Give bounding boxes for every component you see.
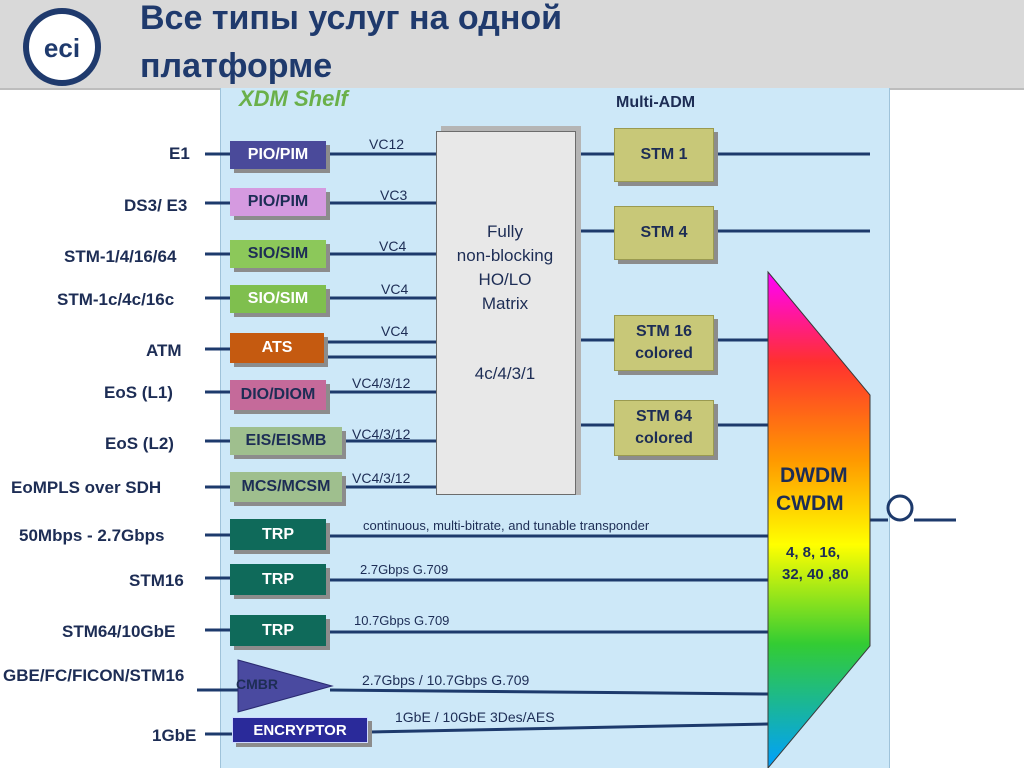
channel-counts: 4, 8, 16, 32, 40 ,80 (782, 542, 849, 586)
cmbr-note: 2.7Gbps / 10.7Gbps G.709 (362, 672, 530, 688)
input-label-1gbe: 1GbE (152, 726, 197, 745)
encryptor-module: ENCRYPTOR (232, 717, 368, 743)
stm64-colored-label: colored (635, 430, 693, 447)
sio-sim-module-1: SIO/SIM (230, 240, 326, 268)
stm64-colored-box: STM 64 colored (614, 400, 714, 456)
matrix-rates: 4c/4/3/1 (474, 364, 536, 383)
mux-label: DWDM CWDM (776, 462, 848, 518)
vc4-label-3: VC4 (381, 323, 409, 339)
input-label-stm1: STM-1/4/16/64 (64, 247, 177, 266)
input-label-atm: ATM (146, 341, 182, 360)
channels-line-1: 4, 8, 16, (786, 544, 841, 561)
stm1-box: STM 1 (614, 128, 714, 182)
input-label-stm1c: STM-1c/4c/16c (57, 290, 175, 309)
logo-text: eci (44, 33, 80, 63)
input-label-eos-l1: EoS (L1) (104, 383, 173, 402)
input-label-50mbps: 50Mbps - 2.7Gbps (19, 526, 165, 545)
stm64-label: STM 64 (635, 408, 692, 425)
input-label-eompls: EoMPLS over SDH (11, 478, 162, 497)
cmbr-label: CMBR (236, 676, 278, 692)
trp-module-2: TRP (230, 564, 326, 595)
input-label-ds3: DS3/ E3 (124, 196, 188, 215)
header-bar: eci Все типы услуг на одной платформе (0, 0, 1024, 90)
matrix-line-2: non-blocking (456, 246, 554, 265)
input-label-eos-l2: EoS (L2) (105, 434, 174, 453)
page-title: Все типы услуг на одной платформе (140, 0, 562, 90)
output-port-icon (886, 494, 914, 522)
xdm-shelf-title: XDM Shelf (239, 86, 348, 111)
multi-adm-label: Multi-ADM (616, 94, 696, 111)
cwdm-label: CWDM (776, 492, 844, 515)
trp-note-3: 10.7Gbps G.709 (354, 613, 450, 628)
stm16-colored-box: STM 16 colored (614, 315, 714, 371)
input-label-stm16: STM16 (129, 571, 184, 590)
input-label-stm64: STM64/10GbE (62, 622, 176, 641)
trp-module-3: TRP (230, 615, 326, 646)
encryptor-note: 1GbE / 10GbE 3Des/AES (395, 709, 555, 725)
vc4-3-12-label-2: VC4/3/12 (352, 426, 411, 442)
pio-pim-module-1: PIO/PIM (230, 141, 326, 169)
stm4-box: STM 4 (614, 206, 714, 260)
dio-diom-module: DIO/DIOM (230, 380, 326, 410)
matrix-line-4: Matrix (481, 294, 529, 313)
vc4-label-1: VC4 (379, 238, 407, 254)
dwdm-mux-shape (767, 270, 871, 768)
trp-module-1: TRP (230, 519, 326, 550)
vc3-label: VC3 (380, 187, 408, 203)
channels-line-2: 32, 40 ,80 (782, 566, 849, 583)
mcs-mcsm-module: MCS/MCSM (230, 472, 342, 502)
eci-logo: eci (23, 8, 101, 86)
input-label-e1: E1 (169, 144, 190, 163)
trp-note-2: 2.7Gbps G.709 (360, 562, 449, 577)
vc12-label: VC12 (369, 136, 405, 152)
stm1-label: STM 1 (640, 146, 688, 163)
trp-note-1: continuous, multi-bitrate, and tunable t… (363, 518, 650, 533)
cmbr-shape (237, 659, 334, 713)
stm16-colored-label: colored (635, 345, 693, 362)
title-line-1: Все типы услуг на одной (140, 0, 563, 37)
title-line-2: платформе (140, 47, 333, 85)
vc4-label-2: VC4 (381, 281, 409, 297)
matrix-label: Fully non-blocking HO/LO Matrix (436, 220, 574, 316)
switching-matrix (436, 131, 576, 495)
vc4-3-12-label-3: VC4/3/12 (352, 470, 411, 486)
ats-module: ATS (230, 333, 324, 363)
pio-pim-module-2: PIO/PIM (230, 188, 326, 216)
eis-eismb-module: EIS/EISMB (230, 427, 342, 455)
sio-sim-module-2: SIO/SIM (230, 285, 326, 313)
stm4-label: STM 4 (640, 224, 688, 241)
matrix-line-1: Fully (487, 222, 523, 241)
matrix-line-3: HO/LO (478, 270, 532, 289)
dwdm-label: DWDM (780, 464, 848, 487)
stm16-label: STM 16 (635, 323, 692, 340)
input-label-gbe: GBE/FC/FICON/STM16 (3, 666, 185, 685)
vc4-3-12-label-1: VC4/3/12 (352, 375, 411, 391)
